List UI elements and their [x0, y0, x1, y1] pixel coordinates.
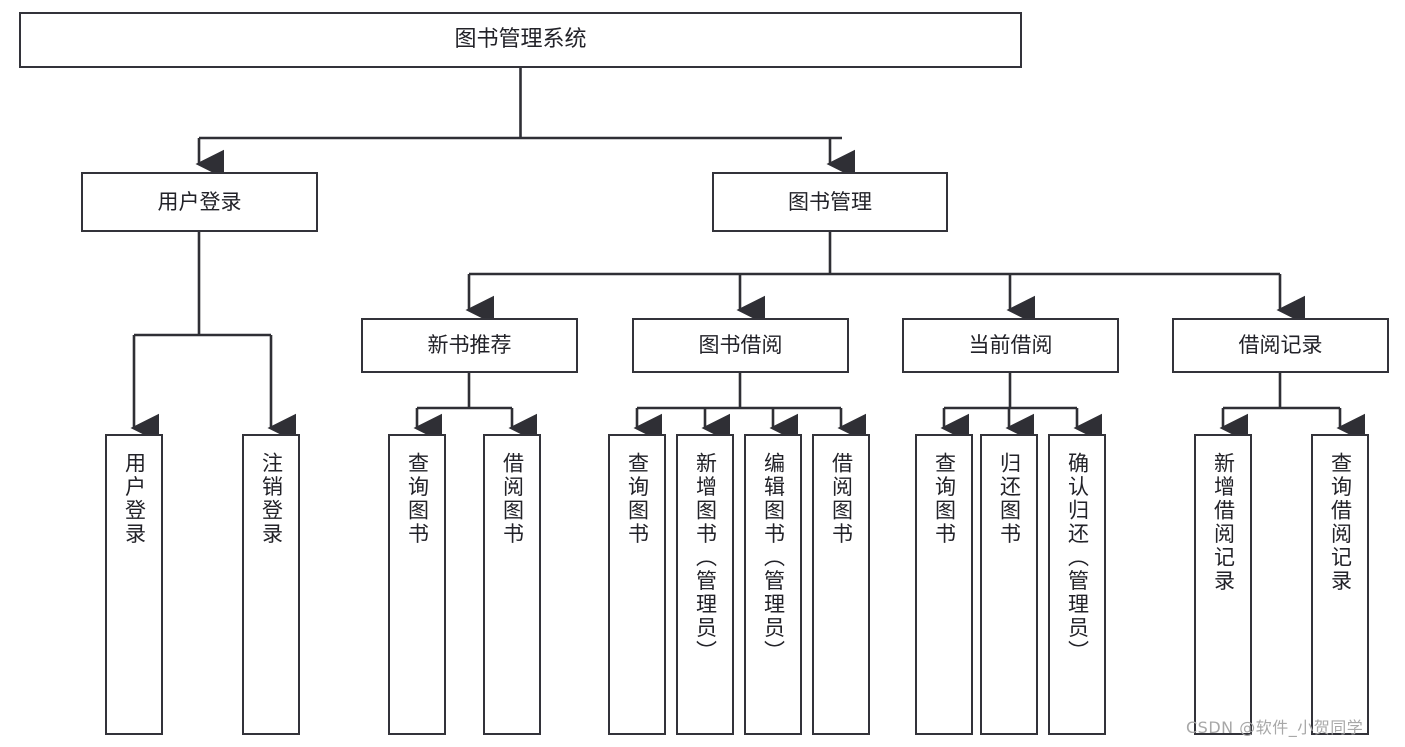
node-borrow-record[interactable]: 借阅记录 [1172, 318, 1389, 373]
node-leaf-borrow-book-1-label: 借阅图书 [500, 452, 525, 546]
node-leaf-query-record[interactable]: 查询借阅记录 [1311, 434, 1369, 735]
node-root[interactable]: 图书管理系统 [19, 12, 1022, 68]
node-leaf-query-book-2[interactable]: 查询图书 [608, 434, 666, 735]
node-book-management[interactable]: 图书管理 [712, 172, 948, 232]
node-leaf-logout[interactable]: 注销登录 [242, 434, 300, 735]
node-leaf-return-book-label: 归还图书 [997, 452, 1022, 546]
node-leaf-user-login-label: 用户登录 [122, 452, 147, 546]
node-leaf-query-book-3[interactable]: 查询图书 [915, 434, 973, 735]
node-leaf-query-book-1-label: 查询图书 [405, 452, 430, 546]
node-leaf-borrow-book-1[interactable]: 借阅图书 [483, 434, 541, 735]
node-leaf-return-book[interactable]: 归还图书 [980, 434, 1038, 735]
node-current-borrow[interactable]: 当前借阅 [902, 318, 1119, 373]
watermark-text: CSDN @软件_小贺同学 [1186, 718, 1364, 737]
node-leaf-confirm-return[interactable]: 确认归还（管理员） [1048, 434, 1106, 735]
node-root-label: 图书管理系统 [454, 27, 587, 53]
node-new-book-recommend-label: 新书推荐 [427, 333, 512, 358]
node-leaf-query-book-3-label: 查询图书 [932, 452, 957, 546]
node-leaf-edit-book-label: 编辑图书（管理员） [761, 452, 786, 664]
node-leaf-borrow-book-2[interactable]: 借阅图书 [812, 434, 870, 735]
node-leaf-edit-book[interactable]: 编辑图书（管理员） [744, 434, 802, 735]
node-leaf-query-book-1[interactable]: 查询图书 [388, 434, 446, 735]
node-new-book-recommend[interactable]: 新书推荐 [361, 318, 578, 373]
node-leaf-user-login[interactable]: 用户登录 [105, 434, 163, 735]
node-leaf-add-record[interactable]: 新增借阅记录 [1194, 434, 1252, 735]
node-leaf-confirm-return-label: 确认归还（管理员） [1065, 452, 1090, 664]
node-book-management-label: 图书管理 [788, 189, 872, 214]
node-borrow-record-label: 借阅记录 [1238, 333, 1323, 358]
node-current-borrow-label: 当前借阅 [968, 333, 1053, 358]
node-leaf-add-record-label: 新增借阅记录 [1211, 452, 1236, 593]
node-user-login-label: 用户登录 [157, 189, 242, 214]
node-leaf-add-book[interactable]: 新增图书（管理员） [676, 434, 734, 735]
node-leaf-borrow-book-2-label: 借阅图书 [829, 452, 854, 546]
node-book-borrow[interactable]: 图书借阅 [632, 318, 849, 373]
node-user-login[interactable]: 用户登录 [81, 172, 318, 232]
node-leaf-add-book-label: 新增图书（管理员） [693, 452, 718, 664]
node-leaf-logout-label: 注销登录 [259, 452, 284, 546]
node-book-borrow-label: 图书借阅 [698, 333, 783, 358]
node-leaf-query-record-label: 查询借阅记录 [1328, 452, 1353, 593]
node-leaf-query-book-2-label: 查询图书 [625, 452, 650, 546]
